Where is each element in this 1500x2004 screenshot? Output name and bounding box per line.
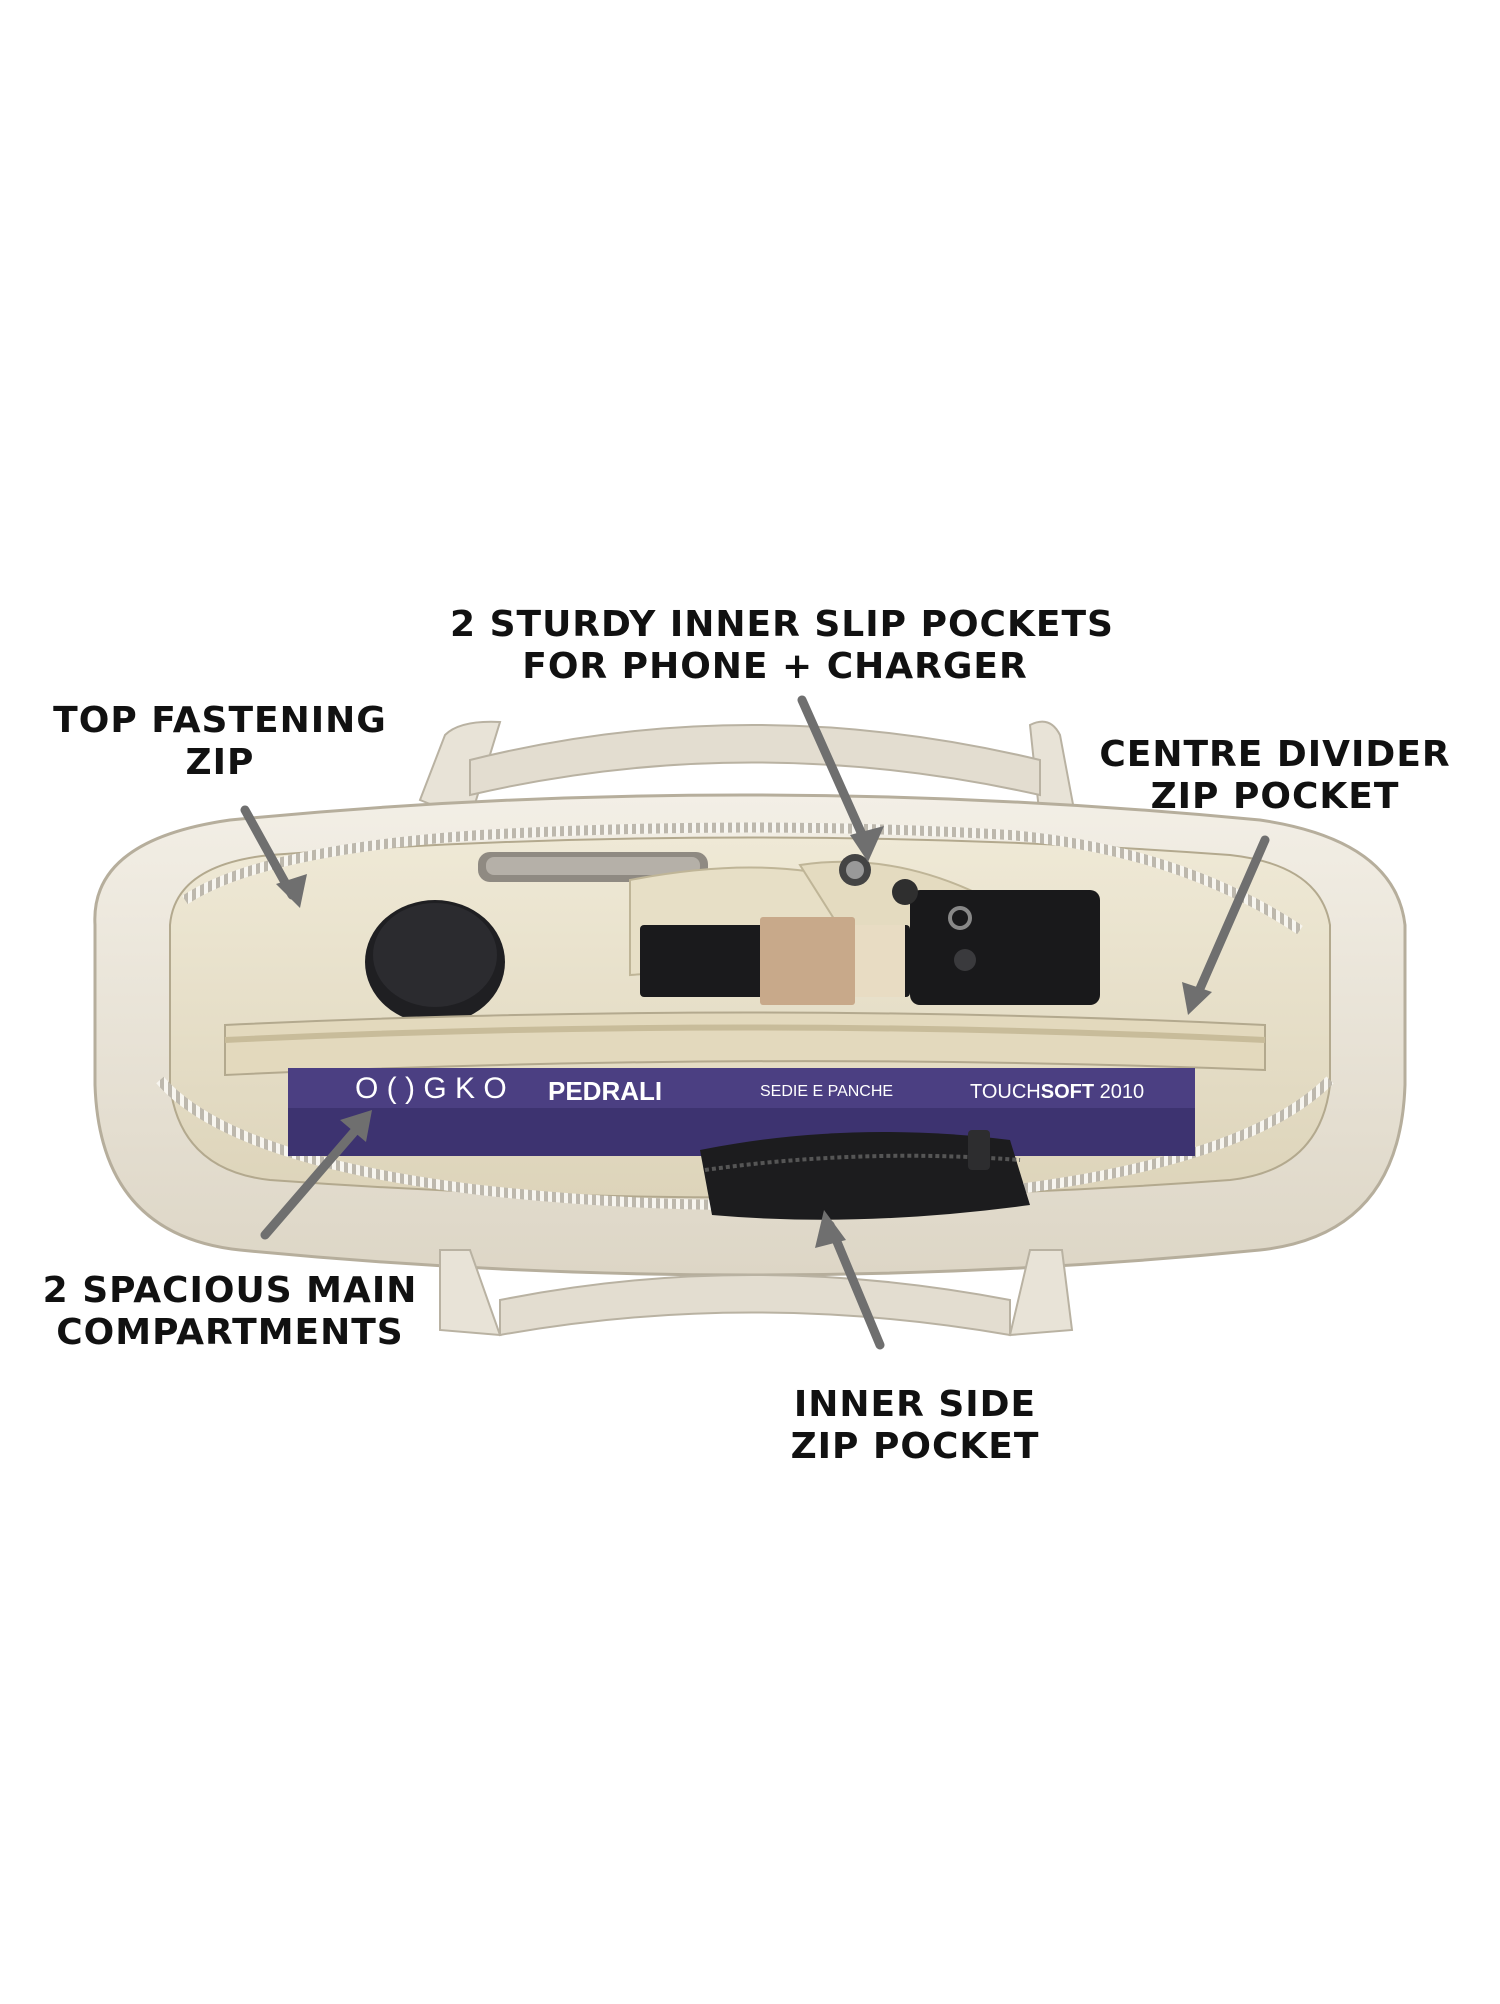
keychain <box>839 854 972 930</box>
callout-top-zip: TOP FASTENING ZIP <box>50 700 390 784</box>
callout-line: FOR PHONE + CHARGER <box>522 646 1028 687</box>
arrow-main-compartments <box>260 1120 365 1240</box>
book-letters: O ( ) G K O <box>355 1072 507 1105</box>
arrow-side-pocket <box>825 1220 885 1350</box>
arrow-head <box>1182 982 1212 1015</box>
arrow-head <box>850 826 884 862</box>
callout-line: CENTRE DIVIDER <box>1099 734 1451 775</box>
front-handles <box>439 1249 1074 1337</box>
callout-line: COMPARTMENTS <box>56 1312 404 1353</box>
callout-line: 2 STURDY INNER SLIP POCKETS <box>450 604 1114 645</box>
callout-line: ZIP <box>185 742 255 783</box>
callout-main-compartments: 2 SPACIOUS MAIN COMPARTMENTS <box>40 1270 420 1354</box>
back-handles <box>418 720 1077 822</box>
arrow-centre-divider <box>1190 835 1270 1005</box>
top-zip-track <box>182 822 1303 935</box>
centre-divider <box>224 1011 1266 1077</box>
callout-slip-pockets: 2 STURDY INNER SLIP POCKETS FOR PHONE + … <box>450 604 1114 688</box>
compact-case <box>365 900 505 1024</box>
charger <box>910 890 1100 1005</box>
arrow-top-zip <box>240 805 297 900</box>
callout-side-pocket: INNER SIDE ZIP POCKET <box>780 1384 1050 1468</box>
callout-centre-divider: CENTRE DIVIDER ZIP POCKET <box>1090 734 1460 818</box>
callout-line: ZIP POCKET <box>790 1426 1040 1467</box>
book-subtitle: SEDIE E PANCHE <box>760 1083 893 1100</box>
arrow-head <box>276 874 307 908</box>
callout-line: ZIP POCKET <box>1150 776 1400 817</box>
arrow-head <box>340 1110 372 1142</box>
book-title: PEDRALI <box>548 1076 662 1106</box>
arrow-head <box>815 1210 846 1248</box>
arrow-slip-pockets <box>797 695 873 853</box>
callout-line: INNER SIDE <box>793 1384 1037 1425</box>
cosmetic-bottle <box>640 917 910 1005</box>
callout-line: 2 SPACIOUS MAIN <box>42 1270 418 1311</box>
callout-line: TOP FASTENING <box>53 700 387 741</box>
book-edition: TOUCHSOFT 2010 <box>970 1081 1144 1103</box>
phone <box>478 852 708 882</box>
callout-arrows <box>240 695 1270 1350</box>
side-zip-pouch <box>700 1130 1030 1220</box>
